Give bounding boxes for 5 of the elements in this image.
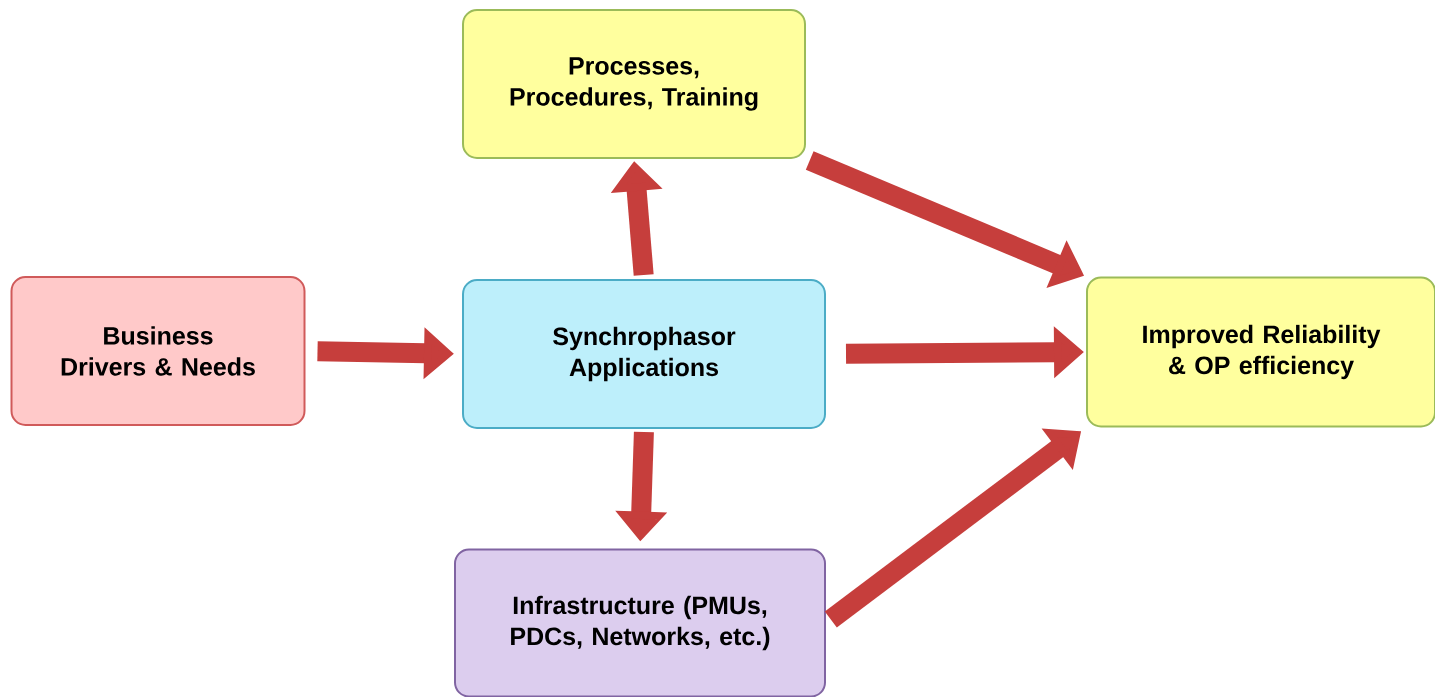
- process-box: Infrastructure (PMUs, PDCs, Networks, etc.): [454, 548, 826, 697]
- process-box: Improved Reliability & OP efficiency: [1086, 276, 1435, 428]
- process-box: Processes, Procedures, Training: [462, 9, 806, 159]
- process-box: Synchrophasor Applications: [462, 279, 826, 429]
- process-box: Business Drivers & Needs: [10, 276, 306, 426]
